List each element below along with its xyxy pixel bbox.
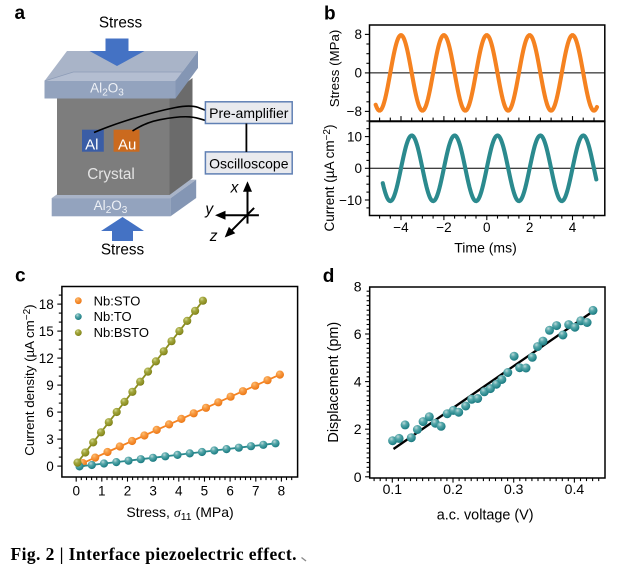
svg-text:Displacement (pm): Displacement (pm) xyxy=(326,322,342,443)
svg-text:9: 9 xyxy=(46,378,54,393)
svg-text:0: 0 xyxy=(354,66,362,81)
svg-text:Oscilloscope: Oscilloscope xyxy=(209,155,289,171)
svg-text:8: 8 xyxy=(278,484,286,499)
svg-text:Nb:TO: Nb:TO xyxy=(94,309,132,324)
svg-text:0: 0 xyxy=(483,220,491,235)
svg-text:0: 0 xyxy=(72,484,80,499)
svg-text:0.3: 0.3 xyxy=(504,481,524,497)
svg-text:2: 2 xyxy=(124,484,132,499)
svg-text:4: 4 xyxy=(569,220,577,235)
svg-text:Stress: Stress xyxy=(99,15,143,32)
svg-text:Au: Au xyxy=(118,136,136,153)
svg-text:−4: −4 xyxy=(393,220,409,235)
svg-text:z: z xyxy=(209,228,218,245)
svg-text:a: a xyxy=(15,3,26,24)
svg-text:Time (ms): Time (ms) xyxy=(454,239,516,255)
svg-text:Crystal: Crystal xyxy=(87,166,135,183)
svg-text:c: c xyxy=(15,266,26,287)
svg-text:3: 3 xyxy=(149,484,157,499)
svg-text:15: 15 xyxy=(39,324,54,339)
svg-text:0: 0 xyxy=(354,469,362,485)
svg-text:Fig. 2 | Interface piezoelectr: Fig. 2 | Interface piezoelectric effect. xyxy=(11,544,297,564)
svg-text:Al: Al xyxy=(85,136,98,153)
svg-text:a.c. voltage (V): a.c. voltage (V) xyxy=(437,508,534,524)
svg-text:Current (µA cm−2): Current (µA cm−2) xyxy=(322,125,337,232)
svg-text:Current density (µA cm−2): Current density (µA cm−2) xyxy=(22,304,37,455)
svg-text:Stress (MPa): Stress (MPa) xyxy=(327,30,342,108)
svg-text:Stress, σ11 (MPa): Stress, σ11 (MPa) xyxy=(126,504,233,523)
svg-text:Nb:STO: Nb:STO xyxy=(94,293,141,308)
svg-text:0.4: 0.4 xyxy=(565,481,585,497)
svg-text:Pre-amplifier: Pre-amplifier xyxy=(209,105,289,121)
svg-text:6: 6 xyxy=(354,326,362,342)
svg-text:0: 0 xyxy=(46,459,54,474)
svg-text:1: 1 xyxy=(98,484,106,499)
svg-text:−10: −10 xyxy=(339,193,362,208)
svg-text:Al2O3: Al2O3 xyxy=(94,198,128,216)
svg-text:0.1: 0.1 xyxy=(383,481,403,497)
svg-text:0.2: 0.2 xyxy=(443,481,463,497)
svg-text:Nb:BSTO: Nb:BSTO xyxy=(94,325,149,340)
svg-text:y: y xyxy=(204,201,214,218)
svg-text:18: 18 xyxy=(39,297,54,312)
svg-text:10: 10 xyxy=(347,129,362,144)
svg-text:4: 4 xyxy=(175,484,183,499)
svg-text:2: 2 xyxy=(526,220,534,235)
svg-text:3: 3 xyxy=(46,432,54,447)
svg-text:0: 0 xyxy=(354,161,362,176)
svg-text:6: 6 xyxy=(226,484,234,499)
svg-text:5: 5 xyxy=(201,484,209,499)
svg-text:x: x xyxy=(230,180,240,197)
svg-text:2: 2 xyxy=(354,421,362,437)
svg-text:8: 8 xyxy=(354,27,362,42)
svg-text:−2: −2 xyxy=(436,220,451,235)
svg-text:12: 12 xyxy=(39,351,54,366)
svg-text:Stress: Stress xyxy=(101,242,145,259)
svg-text:8: 8 xyxy=(354,278,362,294)
svg-text:6: 6 xyxy=(46,405,54,420)
svg-text:d: d xyxy=(323,266,335,287)
svg-text:Al2O3: Al2O3 xyxy=(90,81,124,99)
svg-text:4: 4 xyxy=(354,374,362,390)
svg-text:b: b xyxy=(324,4,336,25)
svg-text:−8: −8 xyxy=(347,104,362,119)
svg-text:7: 7 xyxy=(252,484,260,499)
